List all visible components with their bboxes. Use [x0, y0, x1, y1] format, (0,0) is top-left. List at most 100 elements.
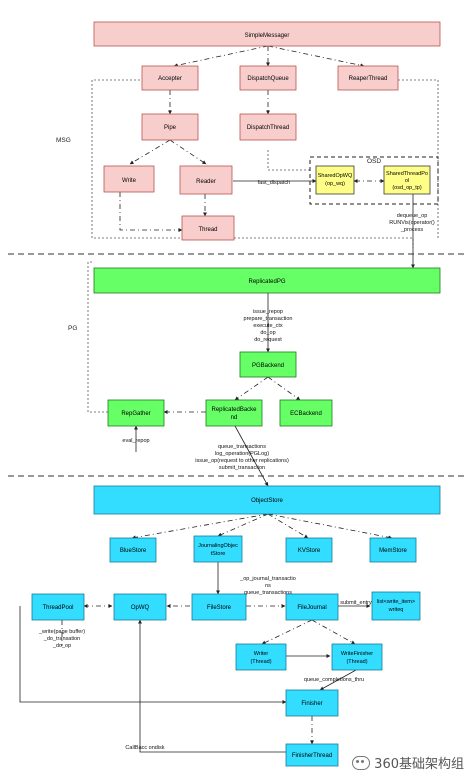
edge-objectstore-bluestore [131, 513, 269, 540]
node-op-wq: OpWQ [113, 593, 167, 621]
node-shared-thread-pool: SharedThreadPo ol (osd_op_tp) [383, 165, 431, 195]
dispatch-thread-link [267, 150, 312, 171]
label-issue-repop-line5: do_request [254, 337, 282, 343]
node-replicated-backend-line2: nd [231, 415, 238, 421]
node-kv-store: KVStore [285, 537, 333, 563]
edge-pgbackend-replicated [234, 376, 269, 401]
node-blue-store: BlueStore [109, 537, 157, 563]
node-op-wq-label: OpWQ [131, 605, 150, 611]
node-finisher-thread: FinisherThread [285, 743, 339, 767]
edge-objectstore-memstore [267, 513, 393, 540]
label-queue-transactions-line3: issue_op(request to other replications) [195, 458, 289, 464]
label-op-journal: _op_journal_transactio ns queue_transact… [239, 576, 296, 596]
wechat-icon [352, 755, 371, 770]
node-thread-label: Thread [198, 227, 217, 233]
node-writer-thread-line2: (Thread) [250, 659, 271, 665]
node-file-store-label: FileStore [207, 605, 232, 611]
label-issue-repop-line4: do_op [260, 330, 275, 336]
node-shared-thread-pool-line3: (osd_op_tp) [392, 185, 422, 191]
node-journaling-line1: JournalingObjec [198, 543, 238, 549]
label-dequeue-line2: RUNVis(operator() [389, 220, 435, 226]
edge-callback-ondisk [138, 619, 286, 753]
label-dequeue-line1: dequeue_op [397, 213, 428, 219]
label-queue-transactions-line2: log_operation(PGLog) [215, 451, 269, 457]
node-reader-label: Reader [196, 179, 216, 185]
node-writeq-line2: writeq [388, 607, 404, 613]
node-write-finisher-line1: WriteFinisher [341, 651, 373, 657]
label-write-page-buffer-line1: _write(page buffer) [38, 629, 85, 635]
node-shared-thread-pool-line1: SharedThreadPo [386, 171, 428, 177]
edge-objectstore-kvstore [267, 513, 309, 539]
edge-pipe-writer [129, 139, 171, 165]
node-journaling-object-store: JournalingObjec tStore [193, 535, 243, 563]
label-dequeue-line3: _process [400, 227, 424, 233]
node-pipe-label: Pipe [164, 125, 177, 131]
label-fast-dispatch: fast_dispatch [258, 180, 290, 186]
node-shared-op-wq: SharedOpWQ (op_wq) [315, 165, 355, 195]
edge-messenger-accepter [173, 45, 269, 68]
node-dispatch-thread: DispatchThread [239, 113, 297, 141]
node-writer: Write [103, 165, 155, 193]
node-pipe: Pipe [141, 113, 199, 141]
node-writer-thread-line1: Writer [254, 651, 269, 657]
node-object-store: ObjectStore [93, 485, 441, 515]
watermark: 360基础架构组 [352, 753, 464, 772]
label-callback-ondisk: CallBacc ondisk [125, 745, 164, 751]
node-writer-label: Write [122, 178, 137, 184]
edge-filejournal-writer [261, 619, 313, 645]
node-reaper-thread-label: ReaperThread [349, 76, 388, 82]
node-shared-op-wq-line2: (op_wq) [325, 181, 345, 187]
node-shared-thread-pool-line2: ol [405, 178, 409, 184]
label-submit-entry: submit_entry [340, 600, 372, 606]
node-write-finisher-line2: (Thread) [346, 659, 367, 665]
node-simple-messenger: SimpleMessager [93, 21, 441, 47]
node-writer-thread: Writer (Thread) [235, 643, 287, 671]
node-dispatch-thread-label: DispatchThread [247, 125, 289, 131]
label-eval-repop: eval_repop [122, 438, 149, 444]
node-ec-backend: ECBackend [279, 399, 333, 427]
node-blue-store-label: BlueStore [120, 548, 147, 554]
node-ec-backend-label: ECBackend [290, 411, 322, 417]
node-simple-messenger-label: SimpleMessager [245, 33, 290, 39]
label-op-journal-line2: ns [265, 583, 271, 589]
node-finisher: Finisher [285, 689, 339, 717]
edge-pipe-reader [169, 139, 207, 165]
node-dispatch-queue-label: DispatchQueue [247, 76, 289, 82]
edge-threadpool-finisher [19, 606, 287, 704]
node-finisher-label: Finisher [301, 701, 322, 707]
edge-replicated-objectstore [234, 425, 269, 487]
node-journaling-line2: tStore [211, 551, 226, 557]
node-mem-store: MemStore [369, 537, 417, 563]
section-label-osd: OSD [367, 158, 381, 165]
edge-writer-thread [119, 192, 183, 232]
section-label-msg: MSG [56, 137, 71, 144]
node-writeq: list<write_item> writeq [371, 591, 421, 621]
edge-repgather-pg-loop [87, 261, 108, 413]
label-queue-transactions-line4: submit_transaction [219, 465, 265, 471]
watermark-text: 360基础架构组 [374, 757, 464, 772]
node-file-journal-label: FileJournal [297, 605, 326, 611]
osd-container [309, 156, 439, 205]
label-dequeue: dequeue_op RUNVis(operator() _process [389, 213, 435, 233]
node-rep-gather-label: RepGather [121, 411, 150, 417]
label-op-journal-line3: queue_transactions [244, 590, 292, 596]
node-write-finisher: WriteFinisher (Thread) [331, 643, 383, 671]
node-accepter: Accepter [141, 65, 199, 91]
node-finisher-thread-label: FinisherThread [292, 753, 332, 759]
node-replicated-pg: ReplicatedPG [93, 267, 441, 294]
label-write-page-buffer: _write(page buffer) _do_transation _do_o… [38, 629, 85, 649]
node-accepter-label: Accepter [158, 76, 182, 82]
label-queue-transactions: queue_transactions log_operation(PGLog) … [195, 444, 289, 471]
node-writeq-line1: list<write_item> [377, 599, 415, 605]
label-write-page-buffer-line2: _do_transation [43, 636, 80, 642]
node-replicated-backend: ReplicatedBacke nd [205, 399, 263, 427]
node-thread-pool-label: ThreadPool [42, 605, 73, 611]
section-label-pg: PG [68, 325, 77, 332]
label-queue-completions: queue_completions_thru [304, 677, 364, 683]
node-thread: Thread [181, 215, 235, 241]
edge-pgbackend-ec [267, 376, 301, 401]
node-kv-store-label: KVStore [298, 548, 321, 554]
node-reader: Reader [179, 165, 233, 195]
node-replicated-backend-line1: ReplicatedBacke [211, 407, 257, 413]
node-shared-op-wq-line1: SharedOpWQ [318, 173, 353, 179]
